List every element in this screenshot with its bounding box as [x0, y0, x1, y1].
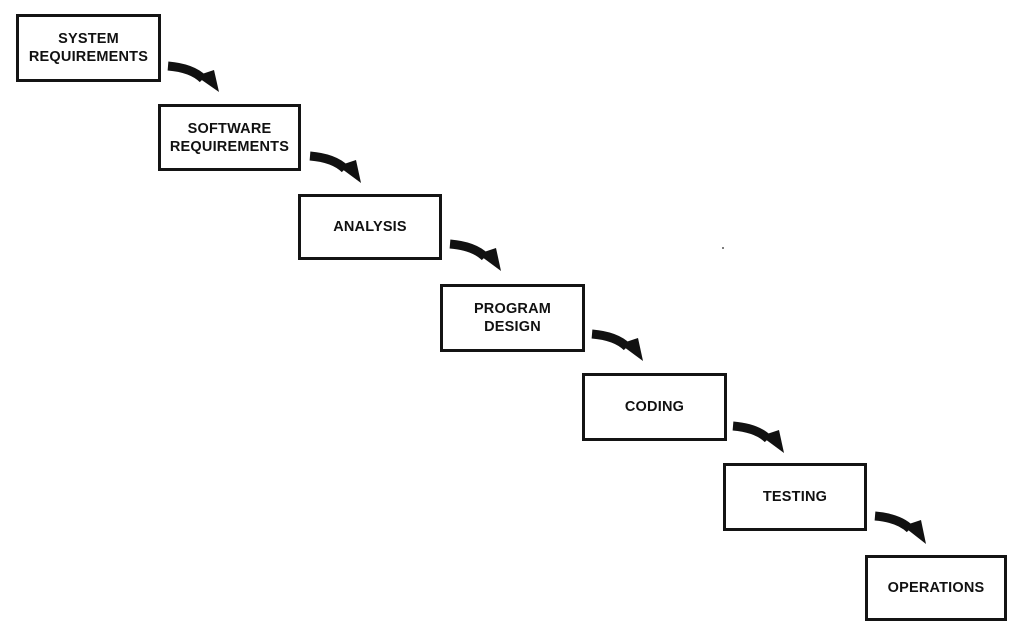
flow-arrow: [591, 329, 643, 361]
stage-label: TESTING: [762, 489, 828, 505]
stage-coding: CODING: [582, 373, 727, 441]
flow-arrow: [449, 239, 501, 271]
stage-operations: OPERATIONS: [865, 555, 1007, 621]
stage-label: ANALYSIS: [333, 219, 407, 235]
flow-arrow: [874, 511, 926, 544]
flow-arrow: [167, 61, 219, 92]
stage-analysis: ANALYSIS: [298, 194, 442, 260]
stage-label: SYSTEM REQUIREMENTS: [28, 31, 149, 65]
stage-testing: TESTING: [723, 463, 867, 531]
stage-program-design: PROGRAM DESIGN: [440, 284, 585, 352]
flow-arrow: [309, 151, 361, 183]
scan-speck: [722, 247, 724, 249]
flow-arrow: [732, 421, 784, 453]
stage-system-requirements: SYSTEM REQUIREMENTS: [16, 14, 161, 82]
stage-software-requirements: SOFTWARE REQUIREMENTS: [158, 104, 301, 171]
stage-label: PROGRAM DESIGN: [473, 301, 552, 335]
stage-label: OPERATIONS: [887, 580, 985, 596]
stage-label: SOFTWARE REQUIREMENTS: [169, 120, 290, 155]
stage-label: CODING: [624, 399, 685, 415]
